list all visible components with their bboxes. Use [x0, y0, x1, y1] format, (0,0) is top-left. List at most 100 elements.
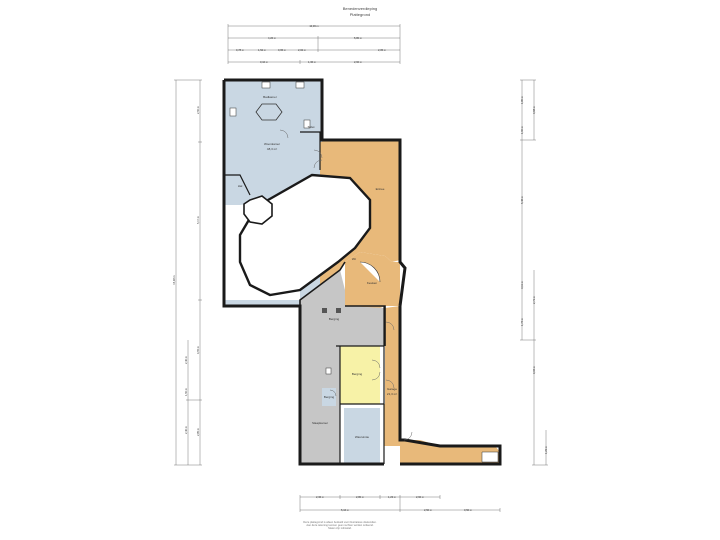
outer-wall-bottom-right [398, 306, 502, 466]
dim-right-outer-a: 3,06 m [532, 366, 536, 374]
room-label-toilet: Toilet [307, 125, 314, 129]
footer-note: Deze plattegrond is alleen bedoeld voor … [280, 521, 400, 530]
room-label-side-room: Berging [324, 395, 335, 399]
room-label-fleet2: Wc [352, 257, 357, 261]
bathtub-icon [255, 103, 283, 121]
dim-left-a: 2,50 m [196, 106, 200, 114]
footer-line-3: Maten zijn indicatief. [328, 527, 352, 530]
door-icon-9 [403, 431, 413, 441]
dim-right-inner-b: 2,73 m [532, 296, 536, 304]
interior-wall-i [300, 131, 321, 142]
dim-left-inner-c: 2,40 m [184, 426, 188, 434]
room-label-hall: Hal [238, 184, 243, 188]
room-label-berging: Berging [329, 317, 340, 321]
stair-icon [359, 261, 381, 283]
top-dimensions [227, 24, 401, 64]
room-label-storage: Berging [352, 372, 363, 376]
laundry-room [344, 408, 380, 464]
room-label-slaapkamer: Slaapkamer [312, 421, 328, 425]
door-icon [313, 149, 323, 159]
door-icon-7 [385, 379, 395, 389]
room-label-living: Woonkamer [264, 142, 280, 146]
dim-right-inner-a: 0,68 m [532, 106, 536, 114]
dim-left-total: 15,38 m [172, 275, 176, 284]
door-icon-2 [313, 159, 323, 169]
storage-yellow-room [340, 346, 380, 404]
dim-bottom1-b: 2,80 m [356, 495, 364, 499]
dim-right-a: 1,80 m [520, 96, 524, 104]
kitchen-area [345, 252, 400, 308]
dim-left-inner-a: 2,40 m [184, 356, 188, 364]
plan-title: Benedenverdieping [342, 6, 378, 11]
room-label-garage: Garage [387, 387, 397, 391]
dim-row3-a: 3,10 m [260, 60, 268, 64]
door-swings [279, 129, 413, 441]
cabinet-icon-2 [303, 119, 311, 129]
dim-left-inner-b: 1,50 m [184, 388, 188, 396]
toilet-room [322, 388, 336, 406]
plan-subtitle: Plattegrond [349, 12, 371, 17]
sink-icon [295, 81, 305, 89]
footer-line-2: Aan deze tekening kunnen geen rechten wo… [306, 524, 374, 527]
left-dimension-labels: 15,38 m 2,50 m 5,17 m 4,55 m 2,85 m 2,40… [172, 106, 200, 436]
interior-wall-h [224, 174, 251, 196]
dim-right-outer-b: 1,23 m [544, 446, 548, 454]
dim-row2-c: 0,65 m [278, 48, 286, 52]
dim-bottom1-a: 2,36 m [316, 495, 324, 499]
cabinet-icon [229, 107, 237, 117]
dim-bottom1-d: 2,60 m [416, 495, 424, 499]
room-label-kitchen: Keuken [367, 281, 378, 285]
dim-row2-d: 2,02 m [298, 48, 306, 52]
room-labels: Badkamer Woonkamer 48,3 m² Toilet Hal En… [238, 95, 398, 439]
door-icon-5 [371, 371, 381, 381]
dim-bottom1-c: 1,23 m [388, 495, 396, 499]
dim-row2-a: 0,78 m [236, 48, 244, 52]
toilet-icon-2 [336, 308, 341, 313]
dim-left-b: 5,17 m [196, 216, 200, 224]
room-label-bathroom: Badkamer [263, 95, 277, 99]
dim-row2-b: 1,52 m [258, 48, 266, 52]
sink-icon-2 [261, 81, 271, 89]
bottom-dimension-labels: 2,36 m 2,80 m 1,23 m 2,60 m 5,16 m 2,50 … [316, 495, 472, 512]
dim-right-d: 3,11 m [520, 281, 524, 289]
door-icon-6 [385, 321, 395, 331]
dim-row2-e: 2,05 m [378, 48, 386, 52]
dim-bottom2-c: 3,50 m [464, 508, 472, 512]
dim-bottom2-a: 5,16 m [341, 508, 349, 512]
dim-right-b: 1,90 m [520, 126, 524, 134]
dim-right-c: 5,46 m [520, 196, 524, 204]
room-label-fleet: Wasruimte [355, 435, 370, 439]
room-label-entry: Entree [376, 187, 385, 191]
top-dimension-labels: 10,06 m 4,26 m 5,80 m 0,78 m 1,52 m 0,65… [236, 24, 386, 64]
room-label-living-area: 48,3 m² [267, 147, 277, 151]
left-dimensions [174, 79, 202, 466]
garage-area [384, 306, 500, 464]
dim-bottom2-b: 2,50 m [424, 508, 432, 512]
dim-right-e: 1,76 m [520, 318, 524, 326]
bathroom-fixtures [229, 81, 499, 463]
right-dimensions [520, 79, 548, 466]
right-dimension-labels: 1,80 m 1,90 m 5,46 m 3,11 m 1,76 m 0,68 … [520, 96, 548, 454]
door-icon-8 [329, 389, 337, 397]
dim-row3-c: 2,60 m [354, 60, 362, 64]
footer-line-1: Deze plattegrond is alleen bedoeld voor … [303, 521, 377, 524]
bottom-dimensions [299, 495, 501, 512]
stairs-end-icon [481, 451, 499, 463]
door-icon-4 [371, 359, 381, 369]
dim-top-right: 5,80 m [354, 36, 362, 40]
interior-wall-b [345, 305, 386, 346]
dim-total-width: 10,06 m [309, 24, 318, 28]
toilet-icon [322, 308, 327, 313]
interior-wall-a [299, 261, 346, 306]
dim-left-c: 4,55 m [196, 346, 200, 354]
room-label-garage-area: 21,3 m² [387, 392, 397, 396]
sink-icon-3 [325, 367, 332, 375]
dim-top-left: 4,26 m [268, 36, 276, 40]
dim-left-d: 2,85 m [196, 428, 200, 436]
dim-row3-b: 1,36 m [308, 60, 316, 64]
walls [222, 78, 502, 466]
outer-wall-left [224, 78, 407, 307]
small-octagon [243, 195, 273, 225]
door-icon-3 [279, 129, 289, 139]
